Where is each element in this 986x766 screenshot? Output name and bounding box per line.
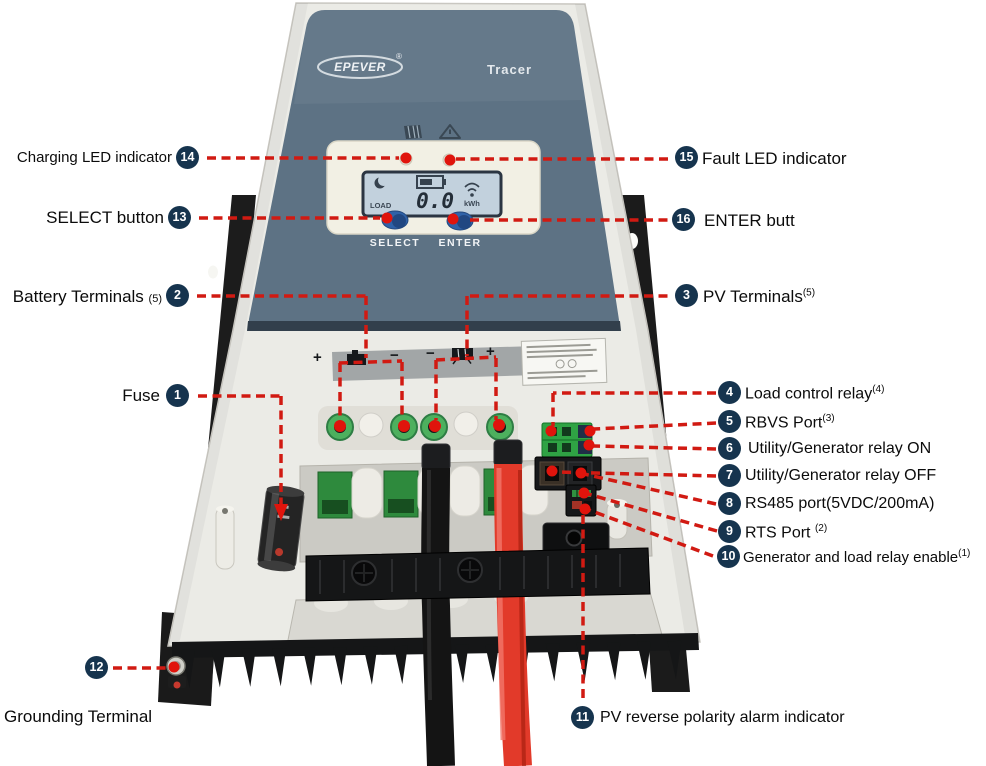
pv-minus-symbol: − [426,345,435,362]
label-load-control-relay: Load control relay(4) [745,384,885,403]
dot-enter [447,213,459,225]
battery-symbol-icon [347,350,366,365]
pv-plus-symbol: + [486,343,495,360]
left-standoff [215,505,235,570]
callout-badge-4: 4 [718,381,741,404]
callout-badge-13: 13 [168,206,191,229]
solar-panel-icon [404,125,422,139]
dot-rbvs [584,425,596,437]
lcd-load-label: LOAD [370,201,392,210]
label-fuse: Fuse [122,386,160,405]
dot-charging-led [400,152,412,164]
label-utility-relay-off: Utility/Generator relay OFF [745,467,937,484]
brand-registered-mark: ® [396,52,402,61]
callout-line-6 [592,444,717,451]
label-rs485-port: RS485 port(5VDC/200mA) [745,495,935,512]
callout-badge-6: 6 [718,437,741,460]
callout-badge-7: 7 [718,464,741,487]
callout-line-5 [593,421,717,431]
label-pv-terminals: PV Terminals(5) [703,287,816,306]
callout-line-1 [198,394,283,506]
callout-badge-15: 15 [675,146,698,169]
lcd-unit-label: kWh [464,199,480,208]
callout-badge-12: 12 [85,656,108,679]
lcd-value: 0.0 [416,189,454,213]
spec-sticker [520,337,608,386]
control-panel [326,140,541,235]
callout-badge-10: 10 [717,545,740,568]
callout-line-10 [588,508,714,558]
dot-fault-led [444,154,456,166]
cable-glands [421,439,523,471]
callout-badge-14: 14 [176,146,199,169]
callout-badge-5: 5 [718,410,741,433]
label-charging-led: Charging LED indicator [16,149,172,166]
dot-grounding [168,661,180,673]
label-enter-button: ENTER butt [704,211,795,230]
callout-badge-9: 9 [718,520,741,543]
dot-pv-2 [493,419,505,431]
callout-badge-8: 8 [718,492,741,515]
callout-badge-2: 2 [166,284,189,307]
dot-rts [578,487,590,499]
callout-line-3 [434,294,672,420]
callout-line-9 [587,492,718,533]
label-rbvs-port: RBVS Port(3) [745,413,835,432]
model-name: Tracer [487,62,533,77]
dot-batt-2 [398,420,410,432]
label-pv-reverse-alarm: PV reverse polarity alarm indicator [600,709,845,726]
moon-icon [374,175,389,189]
dot-select [381,212,393,224]
wifi-icon [464,182,480,197]
callout-line-2 [197,294,404,420]
label-utility-relay-on: Utility/Generator relay ON [748,440,932,457]
dot-rs485 [575,467,587,479]
label-select-button: SELECT button [46,208,164,227]
brand-logo-text: EPEVER [334,60,386,74]
cable-clamp-bar [305,547,651,602]
fuse-arrowhead [274,504,288,521]
select-button-label: SELECT [369,237,421,249]
dot-relay-on [583,439,595,451]
battery-icon [416,175,446,189]
dot-gen-enable [579,503,591,515]
callout-badge-11: 11 [571,706,594,729]
callout-line-8 [583,472,717,506]
dot-pv-1 [429,420,441,432]
enter-button-label: ENTER [438,237,482,249]
label-rts-port: RTS Port (2) [745,523,828,542]
callout-badge-16: 16 [672,208,695,231]
label-gen-load-relay-enable: Generator and load relay enable(1) [743,548,971,566]
battery-plus-symbol: + [313,349,322,366]
dot-batt-1 [334,420,346,432]
label-fault-led: Fault LED indicator [702,149,847,168]
label-grounding-terminal: Grounding Terminal [4,707,153,726]
fuse-holder [257,485,305,572]
dot-load-relay [545,425,557,437]
lcd-screen [361,170,503,218]
callout-badge-1: 1 [166,384,189,407]
battery-minus-symbol: − [390,347,399,364]
label-battery-terminals: Battery Terminals (5) [12,287,162,306]
epever-logo-swoosh [317,55,403,79]
power-terminals [318,406,518,450]
callout-badge-3: 3 [675,284,698,307]
warning-icon [439,124,461,139]
callout-line-4 [551,391,716,426]
dot-relay-off [546,465,558,477]
